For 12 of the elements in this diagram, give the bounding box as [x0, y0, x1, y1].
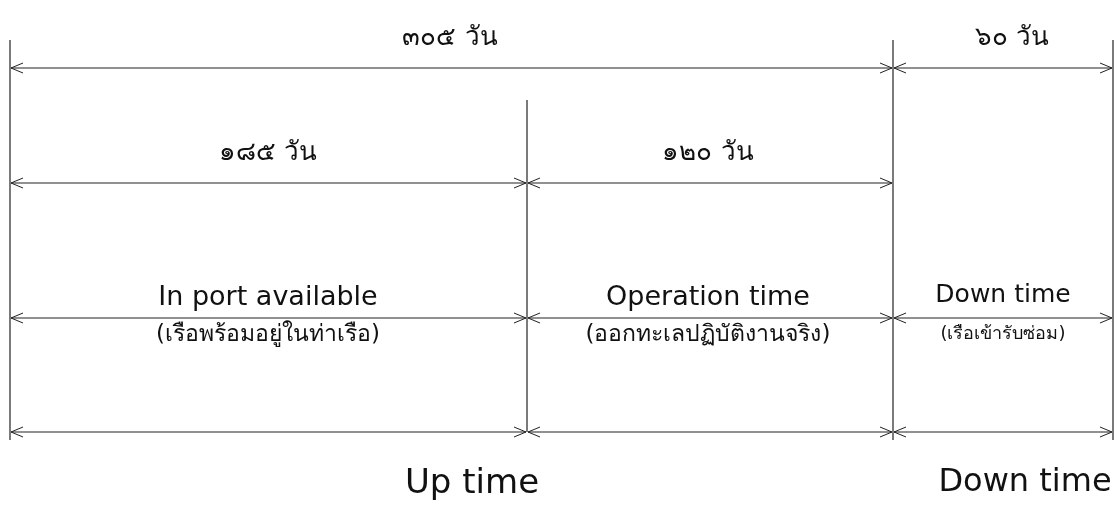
period-label: Operation time: [606, 280, 810, 312]
dimension-label: ๓๐๕ วัน: [402, 22, 498, 52]
group-label: Down time: [938, 462, 1112, 499]
period-label: Down time: [935, 280, 1071, 309]
period-description: (เรือพร้อมอยู่ในท่าเรือ): [156, 320, 380, 347]
period-description: (เรือเข้ารับซ่อม): [940, 323, 1066, 344]
period-description: (ออกทะเลปฏิบัติงานจริง): [585, 320, 831, 347]
group-label: Up time: [404, 462, 540, 502]
period-label: In port available: [158, 280, 378, 312]
dimension-label: ๖๐ วัน: [974, 22, 1050, 52]
dimension-label: ๑๘๕ วัน: [218, 137, 318, 167]
dimension-label: ๑๒๐ วัน: [662, 137, 754, 167]
